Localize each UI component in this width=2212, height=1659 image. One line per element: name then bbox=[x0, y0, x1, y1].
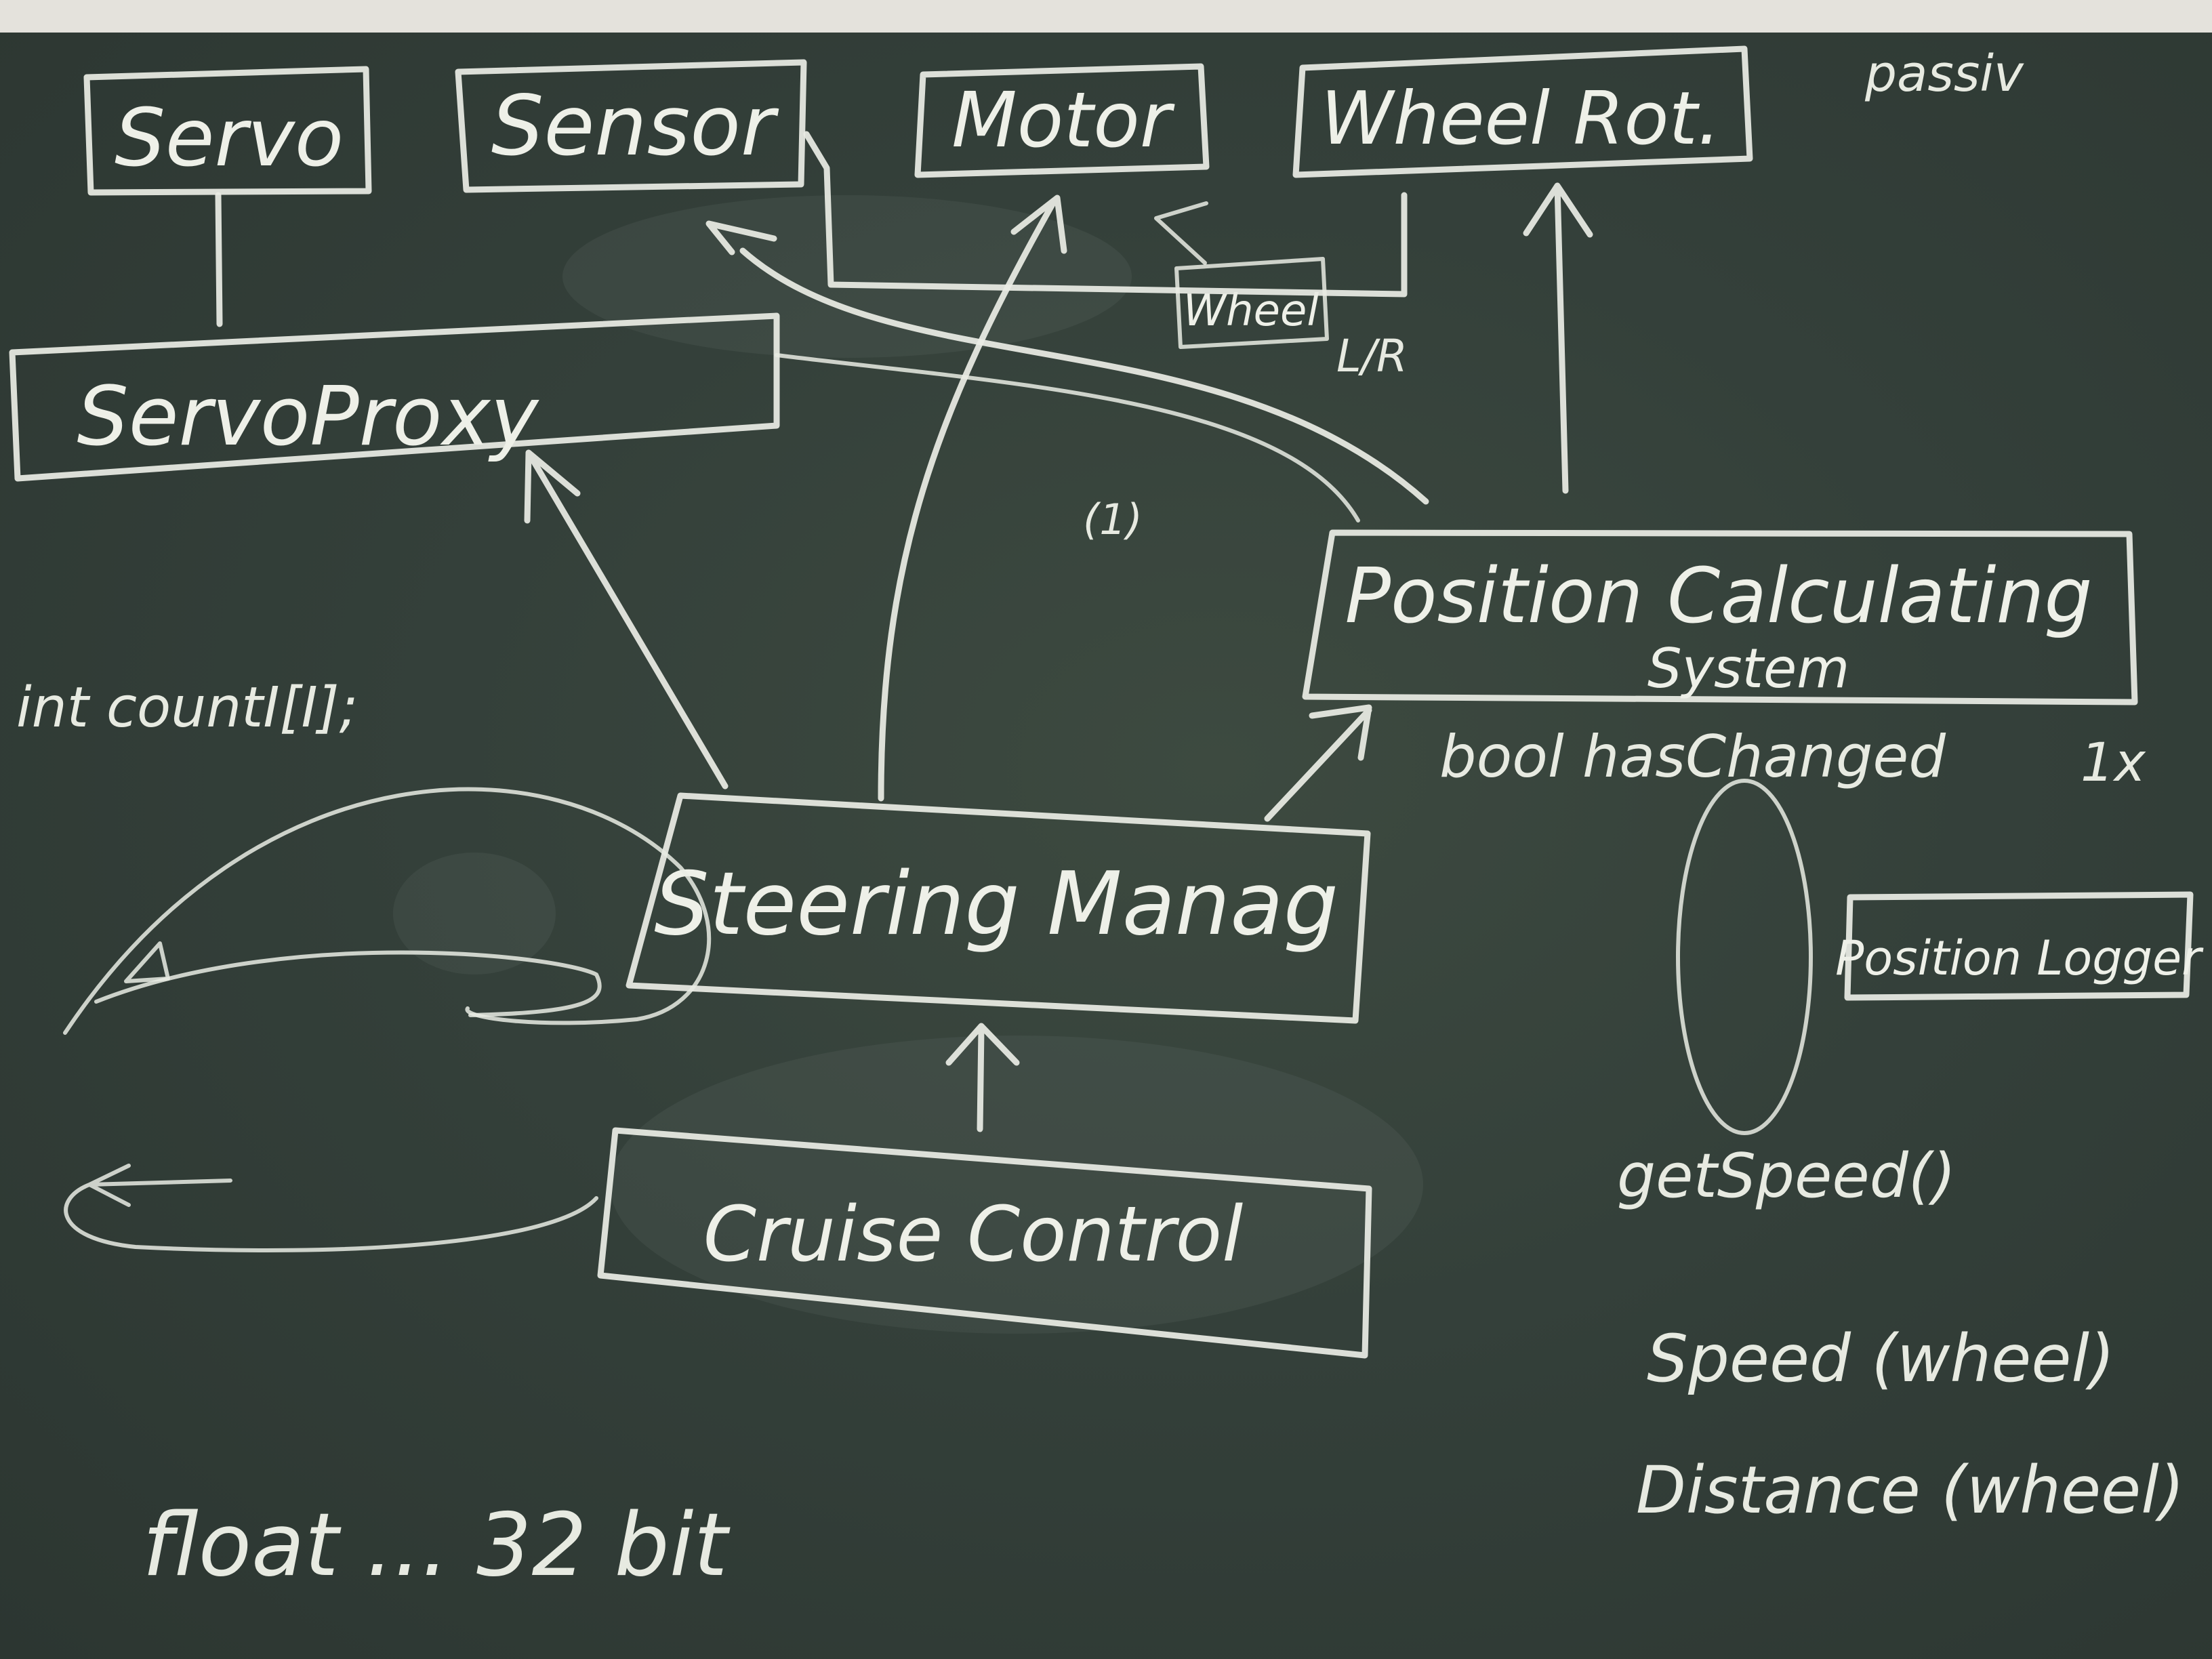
sensor-label: Sensor bbox=[491, 78, 779, 174]
bool-has-changed-note: bool hasChanged bbox=[1439, 723, 1946, 791]
steering-to-motor-arrow bbox=[878, 194, 1067, 802]
position-logger-box bbox=[1844, 891, 2194, 1001]
servo-box bbox=[83, 66, 372, 196]
lr-note: L/R bbox=[1336, 330, 1408, 382]
multiplicity-one-note: (1) bbox=[1083, 495, 1143, 544]
wheel-arrow bbox=[1154, 201, 1208, 265]
has-changed-ellipse bbox=[1676, 779, 1813, 1135]
pcs-to-wheel-rot-arrow bbox=[1523, 182, 1593, 494]
pcs-to-sensor-arrow bbox=[705, 220, 1429, 505]
steering-manager-box bbox=[626, 792, 1371, 1024]
float-32bit-note: float ... 32 bit bbox=[142, 1495, 731, 1596]
one-x-note: 1x bbox=[2081, 733, 2146, 794]
cruise-to-steering-arrow bbox=[945, 1023, 1020, 1132]
eraser-smudge bbox=[393, 853, 556, 975]
servo-proxy-label: ServoProxy bbox=[77, 370, 540, 464]
eraser-smudge bbox=[610, 1036, 1423, 1334]
steering-to-proxy-arrow bbox=[524, 449, 729, 790]
wheel-box bbox=[1174, 257, 1329, 349]
position-logger-label: Position Logger bbox=[1835, 930, 2204, 986]
get-speed-note: getSpeed() bbox=[1617, 1141, 1956, 1212]
wheel-rot-label: Wheel Rot. bbox=[1321, 77, 1721, 161]
motor-label: Motor bbox=[951, 77, 1175, 165]
wheel-rot-box bbox=[1292, 45, 1753, 178]
position-calculating-system-label: Position Calculating bbox=[1345, 552, 2092, 640]
position-calculating-system-box bbox=[1302, 529, 2138, 705]
diagram-canvas: Servo Sensor Motor Wheel Rot. passiv Whe… bbox=[9, 45, 2204, 1596]
proxy-to-pcs-curve bbox=[775, 353, 1360, 523]
int-count-note: int countI[I]; bbox=[16, 676, 358, 740]
sensor-box bbox=[455, 59, 807, 193]
servo-to-proxy-line bbox=[215, 192, 223, 327]
servo-label: Servo bbox=[115, 91, 344, 184]
chalkboard: Servo Sensor Motor Wheel Rot. passiv Whe… bbox=[0, 33, 2212, 1659]
cruise-loop-curve bbox=[64, 1164, 598, 1252]
inner-loop-curve bbox=[94, 950, 602, 1017]
motor-box bbox=[914, 63, 1210, 178]
position-calculating-system-label-line2: System bbox=[1647, 637, 1849, 700]
cruise-control-box bbox=[597, 1127, 1372, 1359]
loop-arrowhead bbox=[124, 941, 170, 983]
sensor-wheel-rot-bracket bbox=[803, 131, 1408, 298]
passiv-note: passiv bbox=[1864, 45, 2024, 103]
self-loop-curve bbox=[63, 787, 712, 1035]
speed-wheel-note: Speed (wheel) bbox=[1647, 1321, 2115, 1397]
steering-manager-label: Steering Manag bbox=[654, 854, 1338, 955]
servo-proxy-box bbox=[9, 312, 780, 482]
steering-to-pcs-arrow bbox=[1264, 704, 1372, 822]
cruise-control-label: Cruise Control bbox=[703, 1191, 1244, 1279]
distance-wheel-note: Distance (wheel) bbox=[1636, 1452, 2184, 1528]
